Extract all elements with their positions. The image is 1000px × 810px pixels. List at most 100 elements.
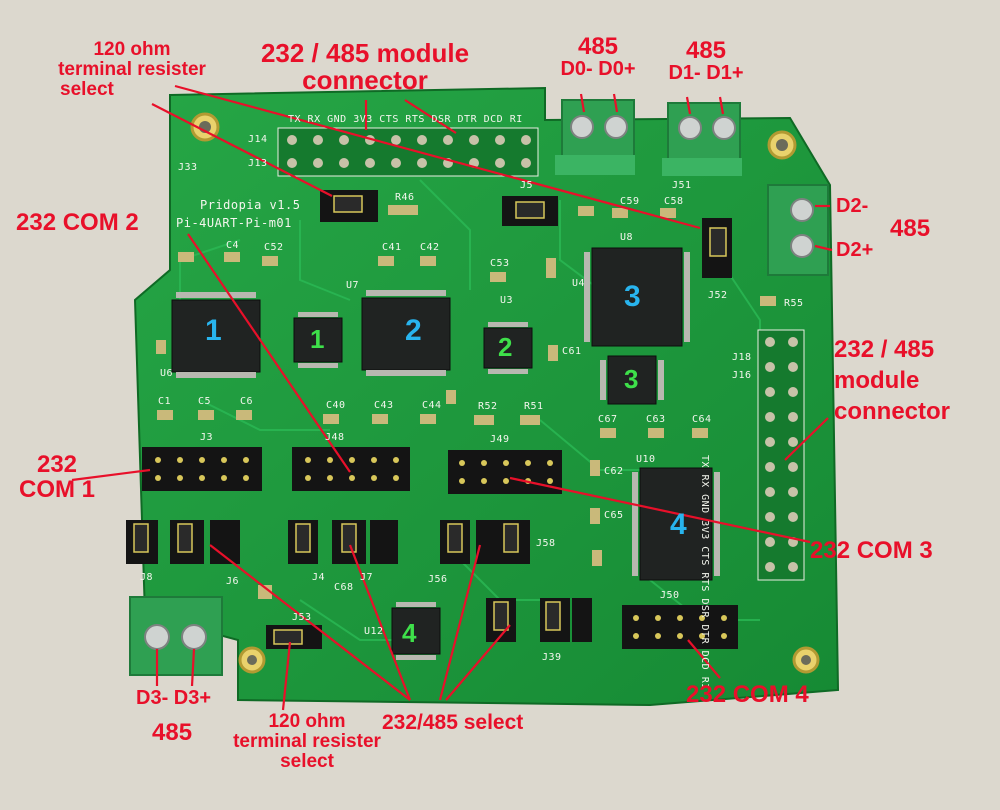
silk-ref-c5: C5 xyxy=(198,396,212,407)
annotation-module-connector-right: 232 / 485 module connector xyxy=(834,336,951,426)
silk-ref-u4: U4 xyxy=(572,278,586,289)
silk-ref-c52: C52 xyxy=(264,242,284,253)
silk-ref-j56: J56 xyxy=(428,574,448,585)
ic-pins xyxy=(176,252,720,660)
annotation-485-d2: 485 xyxy=(890,215,931,242)
silk-ref-j50: J50 xyxy=(660,590,680,601)
silk-ref-u7: U7 xyxy=(346,280,360,291)
chip-max485-3 xyxy=(607,355,657,405)
jumper-caps xyxy=(133,195,727,645)
silk-ref-j18: J18 xyxy=(732,352,752,363)
silk-ref-c42: C42 xyxy=(420,242,440,253)
silk-ref-c53: C53 xyxy=(490,258,510,269)
silk-ref-c41: C41 xyxy=(382,242,402,253)
max232-marker-2: 2 xyxy=(405,314,422,347)
silk-ref-c1: C1 xyxy=(158,396,172,407)
chip-max232-2 xyxy=(361,297,451,371)
annotation-d3-pins: D3- D3+ xyxy=(136,687,212,709)
silk-ref-j33: J33 xyxy=(178,162,198,173)
silk-ref-j13: J13 xyxy=(248,158,268,169)
silk-ref-j51: J51 xyxy=(672,180,692,191)
chip-max485-1 xyxy=(293,317,343,363)
silk-ref-j5: J5 xyxy=(520,180,534,191)
silk-ref-r46: R46 xyxy=(395,192,415,203)
silk-ref-u12: U12 xyxy=(364,626,384,637)
max485-marker-2: 2 xyxy=(498,332,513,362)
annotation-d2-minus: D2- xyxy=(836,195,869,217)
chip-max232-3 xyxy=(591,247,683,347)
max485-marker-4: 4 xyxy=(402,618,417,648)
terminal-block-d3 xyxy=(129,596,223,676)
silk-ref-c40: C40 xyxy=(326,400,346,411)
chip-max485-2 xyxy=(483,327,533,369)
silk-ref-u6: U6 xyxy=(160,368,174,379)
silk-board-name-line2: Pi-4UART-Pi-m01 xyxy=(176,216,292,230)
silk-ref-j49: J49 xyxy=(490,434,510,445)
max232-marker-4: 4 xyxy=(670,508,687,541)
silk-ref-j3: J3 xyxy=(200,432,214,443)
silk-ref-j58: J58 xyxy=(536,538,556,549)
mounting-holes xyxy=(190,112,820,674)
annotation-485-d3: 485 xyxy=(152,719,193,746)
silk-ref-j53: J53 xyxy=(292,612,312,623)
chip-max485-4 xyxy=(391,607,441,655)
annotation-terminal-select-top: 120 ohm terminal resister select xyxy=(58,39,206,100)
annotation-com3: 232 COM 3 xyxy=(810,537,933,564)
max232-marker-3: 3 xyxy=(624,280,641,313)
silk-board-name-line1: Pridopia v1.5 xyxy=(200,198,301,212)
silk-ref-c58: C58 xyxy=(664,196,684,207)
silk-ref-c6: C6 xyxy=(240,396,254,407)
annotation-485-d1: 485 D1- D1+ xyxy=(668,37,744,85)
silk-ref-c64: C64 xyxy=(692,414,712,425)
silk-ref-u8: U8 xyxy=(620,232,634,243)
ic-chips xyxy=(171,247,713,655)
smd-components xyxy=(156,205,776,599)
module-header-top xyxy=(277,127,539,177)
silk-header-top-pins: TX RX GND 3V3 CTS RTS DSR DTR DCD RI xyxy=(288,114,523,125)
annotation-module-connector-top: 232 / 485 module connector xyxy=(260,38,470,96)
silk-ref-u10: U10 xyxy=(636,454,656,465)
silk-ref-j48: J48 xyxy=(325,432,345,443)
terminal-block-d0 xyxy=(555,99,635,175)
terminal-block-d1 xyxy=(662,102,742,176)
silk-ref-c4: C4 xyxy=(226,240,240,251)
silk-ref-j8: J8 xyxy=(140,572,154,583)
silk-ref-c67: C67 xyxy=(598,414,618,425)
silk-ref-r51: R51 xyxy=(524,401,544,412)
terminal-block-d2 xyxy=(767,184,829,276)
annotation-com1: 232 COM 1 xyxy=(18,451,95,504)
annotation-com4: 232 COM 4 xyxy=(686,681,809,708)
silk-ref-u3: U3 xyxy=(500,295,514,306)
silk-ref-c44: C44 xyxy=(422,400,442,411)
silk-ref-c68: C68 xyxy=(334,582,354,593)
max232-marker-1: 1 xyxy=(205,314,222,347)
annotation-com2: 232 COM 2 xyxy=(16,209,139,236)
silk-ref-c59: C59 xyxy=(620,196,640,207)
silk-ref-c65: C65 xyxy=(604,510,624,521)
silk-ref-c43: C43 xyxy=(374,400,394,411)
silk-ref-r52: R52 xyxy=(478,401,498,412)
chip-max232-4 xyxy=(639,467,713,581)
annotation-terminal-select-bottom: 120 ohm terminal resister select xyxy=(233,711,381,772)
max485-marker-3: 3 xyxy=(624,364,639,394)
silk-ref-j4: J4 xyxy=(312,572,326,583)
annotation-232-485-select: 232/485 select xyxy=(382,711,524,734)
annotation-d2-plus: D2+ xyxy=(836,239,874,261)
annotation-leader-lines xyxy=(71,84,833,711)
silk-ref-j6: J6 xyxy=(226,576,240,587)
silk-header-right-pins: TX RX GND 3V3 CTS RTS DSR DTR DCD RI xyxy=(699,455,710,690)
silk-ref-j16: J16 xyxy=(732,370,752,381)
silk-ref-j52: J52 xyxy=(708,290,728,301)
silk-ref-c63: C63 xyxy=(646,414,666,425)
silk-ref-j14: J14 xyxy=(248,134,268,145)
silk-ref-j39: J39 xyxy=(542,652,562,663)
silk-ref-j7: J7 xyxy=(360,572,374,583)
silk-ref-c62: C62 xyxy=(604,466,624,477)
max485-marker-1: 1 xyxy=(310,324,325,354)
annotation-485-d0: 485 D0- D0+ xyxy=(560,33,636,81)
silk-ref-c61: C61 xyxy=(562,346,582,357)
silk-ref-r55: R55 xyxy=(784,298,804,309)
module-header-right xyxy=(757,329,805,581)
